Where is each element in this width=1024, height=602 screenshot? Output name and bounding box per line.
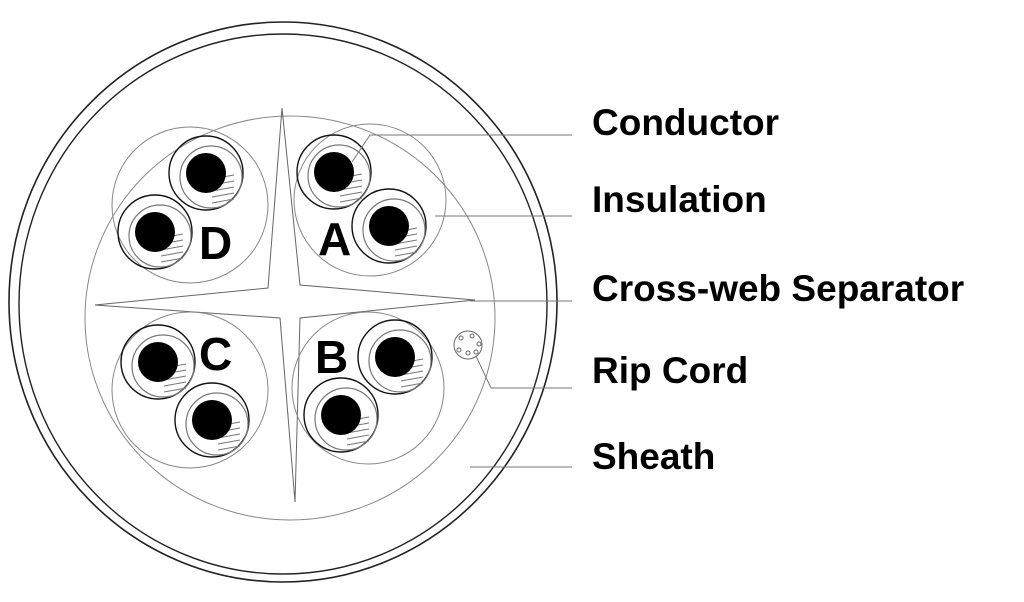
label-cross-web-separator: Cross-web Separator [592, 268, 965, 309]
insulation-outer [120, 324, 196, 400]
insulation-hatch [400, 382, 424, 388]
insulation-outer [296, 134, 372, 210]
insulation-hatch [160, 257, 184, 263]
label-rip-cord: Rip Cord [592, 350, 749, 391]
insulation-outer [303, 377, 379, 453]
insulation-inner [179, 145, 243, 209]
insulation-hatch [339, 191, 363, 197]
insulation-hatch [394, 251, 418, 257]
insulation-outer [117, 194, 193, 270]
insulation-hatch [394, 245, 418, 251]
pair-label-a: A [318, 213, 351, 265]
insulation-outer [174, 382, 250, 458]
insulation-hatch [217, 445, 241, 451]
insulation-hatch [211, 192, 235, 198]
insulation-inner [185, 392, 249, 456]
conductor [186, 153, 226, 193]
sheath [8, 21, 558, 583]
label-conductor: Conductor [592, 102, 780, 143]
insulation-hatch [346, 440, 370, 446]
insulation-inner [368, 329, 432, 393]
wires [117, 134, 433, 458]
insulation-hatch [339, 197, 363, 203]
insulation-outer [351, 188, 427, 264]
conductor [192, 400, 232, 440]
pair-label-d: D [199, 217, 232, 269]
insulation-outer [168, 135, 244, 211]
pair-label-c: C [199, 328, 232, 380]
conductor [138, 342, 178, 382]
insulation-inner [307, 144, 371, 208]
conductor [314, 152, 354, 192]
insulation-inner [314, 387, 378, 451]
insulation-inner [131, 334, 195, 398]
leader-lines [351, 134, 572, 468]
insulation-hatch [400, 376, 424, 382]
insulation-hatch [163, 387, 187, 393]
rip-cord [453, 330, 483, 360]
pair-jackets [111, 123, 447, 469]
conductor [135, 212, 175, 252]
pair-label-b: B [315, 331, 348, 383]
label-insulation: Insulation [592, 179, 767, 220]
insulation-hatch [163, 381, 187, 387]
conductor [375, 337, 415, 377]
insulation-inner [128, 204, 192, 268]
cross-web-separator [94, 107, 476, 503]
insulation-hatch [160, 251, 184, 257]
insulation-hatch [211, 198, 235, 204]
insulation-hatch [346, 434, 370, 440]
insulation-hatch [217, 439, 241, 445]
insulation-outer [357, 319, 433, 395]
conductor [321, 395, 361, 435]
label-sheath: Sheath [592, 436, 716, 477]
conductor [369, 206, 409, 246]
insulation-inner [362, 198, 426, 262]
